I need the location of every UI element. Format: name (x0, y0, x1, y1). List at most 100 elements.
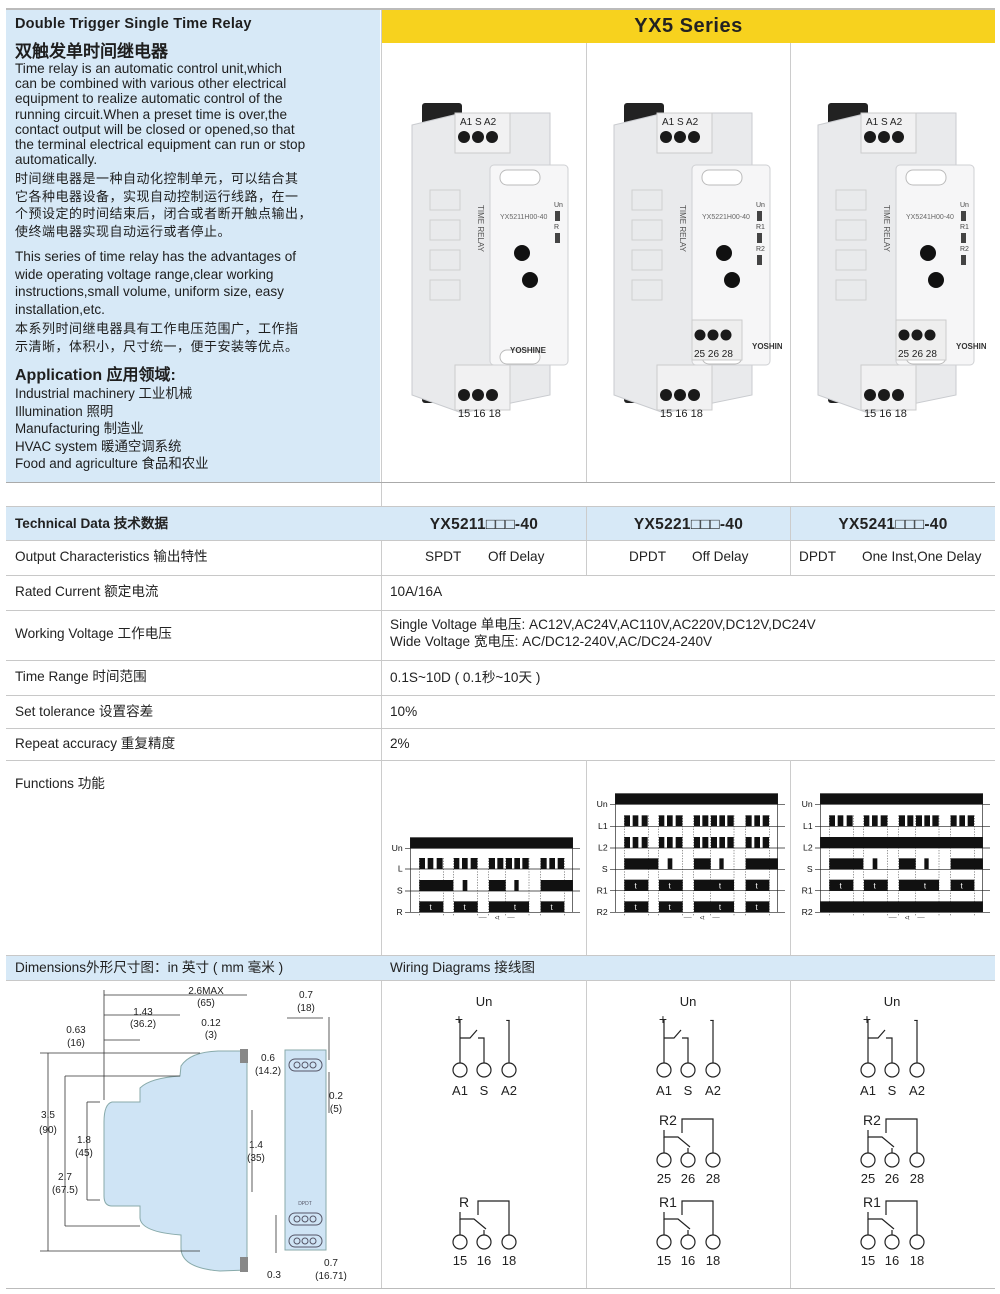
signal-pulse (702, 815, 709, 827)
supply-label: Un (680, 994, 697, 1009)
signal-pulse (745, 901, 770, 913)
signal-pulse (489, 880, 506, 891)
screw-terminal (486, 131, 498, 143)
text-line: 使终端电器实现自动运行或者停止。 (15, 223, 232, 239)
text-line: contact output will be closed or opened,… (15, 121, 295, 137)
led-indicator (555, 211, 560, 221)
terminal-circle (501, 1062, 517, 1078)
signal-pulse (745, 837, 752, 848)
dim-3-5: 3.5 (41, 1110, 55, 1121)
model-label: YX5221H00-40 (702, 214, 750, 221)
screw-terminal (660, 389, 672, 401)
signal-label: L2 (598, 843, 608, 853)
dim-0-6-mm: (14.2) (255, 1066, 281, 1077)
wire (478, 1037, 485, 1063)
wire (886, 1037, 893, 1063)
signal-label: R2 (802, 907, 813, 917)
dim-overall-width: 2.6MAX (188, 986, 224, 997)
signal-pulse (745, 815, 752, 827)
signal-label: L2 (803, 843, 813, 853)
column-divider (790, 980, 791, 1288)
front-slot (499, 349, 541, 365)
signal-label: Un (802, 799, 813, 809)
signal-pulse (675, 837, 683, 848)
wire (682, 1037, 689, 1063)
trigger-switch (460, 1029, 478, 1039)
relay-contact (459, 1212, 487, 1230)
model-label: YX5241H00-40 (906, 214, 954, 221)
pulse-time-label: t (669, 881, 672, 890)
plus-sign: + (455, 1011, 463, 1027)
signal-pulse (924, 815, 930, 827)
brand-logo: YOSHINE (510, 346, 547, 355)
signal-pulse (846, 815, 853, 827)
terminal-circle (501, 1234, 517, 1250)
text-line: can be combined with various other elect… (15, 76, 287, 92)
dim-2-7: 2.7 (58, 1172, 72, 1183)
text-line: instructions,small volume, uniform size,… (15, 284, 284, 299)
signal-pulse (820, 837, 983, 848)
pulse-time-label: t (719, 881, 722, 890)
top-terminal-labels: A1 S A2 (866, 117, 903, 128)
terminal-outline (288, 1058, 323, 1072)
terminal-circle (884, 1062, 900, 1078)
terminal-block-mid (691, 319, 743, 361)
wire (885, 1118, 918, 1153)
signal-pulse (659, 837, 665, 848)
front-slot (499, 169, 541, 186)
mid-terminal-labels: 25 26 28 (898, 349, 937, 360)
screw-terminal (688, 389, 700, 401)
signal-pulse (711, 815, 717, 827)
terminal-label: 18 (706, 1253, 720, 1268)
terminal-label: 18 (910, 1253, 924, 1268)
top-terminal-labels: A1 S A2 (662, 117, 699, 128)
dim-0-7-bottom-mm: (16.71) (315, 1271, 347, 1282)
model-label: YX5211H00-40 (500, 214, 547, 221)
signal-pulse (624, 858, 659, 870)
advantages-en: This series of time relay has the advant… (15, 248, 375, 318)
relay-front-outline (284, 1049, 327, 1251)
bottom-terminal-labels: 15 16 18 (458, 408, 501, 420)
led-indicator (757, 233, 762, 243)
screw-terminal (458, 389, 470, 401)
signal-label: S (807, 864, 813, 874)
gap-label: <t (700, 916, 705, 922)
terminal-circle (884, 1152, 900, 1168)
signal-pulse (932, 815, 939, 827)
signal-pulse (694, 879, 734, 891)
side-diagram-print (835, 279, 867, 301)
text-line: 个预设定的时间结束后，闭合或者断开触点输出， (15, 206, 313, 221)
pulse-time-label: t (961, 881, 964, 890)
signal-label: R1 (597, 885, 608, 895)
terminal-hole (293, 1061, 301, 1069)
screw-terminal (892, 389, 904, 401)
dim-0-63-mm: (16) (67, 1038, 85, 1049)
side-diagram-print (429, 189, 461, 211)
terminal-label: 25 (657, 1171, 671, 1186)
terminal-label: 15 (657, 1253, 671, 1268)
signal-pulse (557, 858, 564, 869)
wiring-heading: Wiring Diagrams 接线图 (390, 960, 535, 976)
relay-front-face (691, 164, 771, 366)
signal-label: L1 (598, 821, 608, 831)
led-label: R1 (756, 224, 765, 231)
led-indicator (961, 255, 966, 265)
terminal-label: A2 (501, 1083, 517, 1098)
bottom-rule (6, 1288, 995, 1289)
text-line: wide operating voltage range,clear worki… (15, 266, 274, 282)
title-en: Double Trigger Single Time Relay (15, 16, 252, 32)
terminal-outline (288, 1212, 323, 1226)
signal-pulse (719, 858, 724, 870)
signal-pulse (659, 815, 665, 827)
application-heading: Application 应用领域: (15, 367, 176, 384)
screw-terminal (472, 389, 484, 401)
signal-pulse (489, 901, 529, 913)
rated-current-value: 10A/16A (390, 584, 443, 599)
output-mode: Off Delay (488, 549, 545, 564)
screw-terminal (674, 389, 686, 401)
terminal-label: 25 (861, 1171, 875, 1186)
signal-pulse (924, 858, 929, 870)
terminal-hole (309, 1215, 317, 1223)
dim-overall-width-mm: (65) (197, 998, 215, 1009)
